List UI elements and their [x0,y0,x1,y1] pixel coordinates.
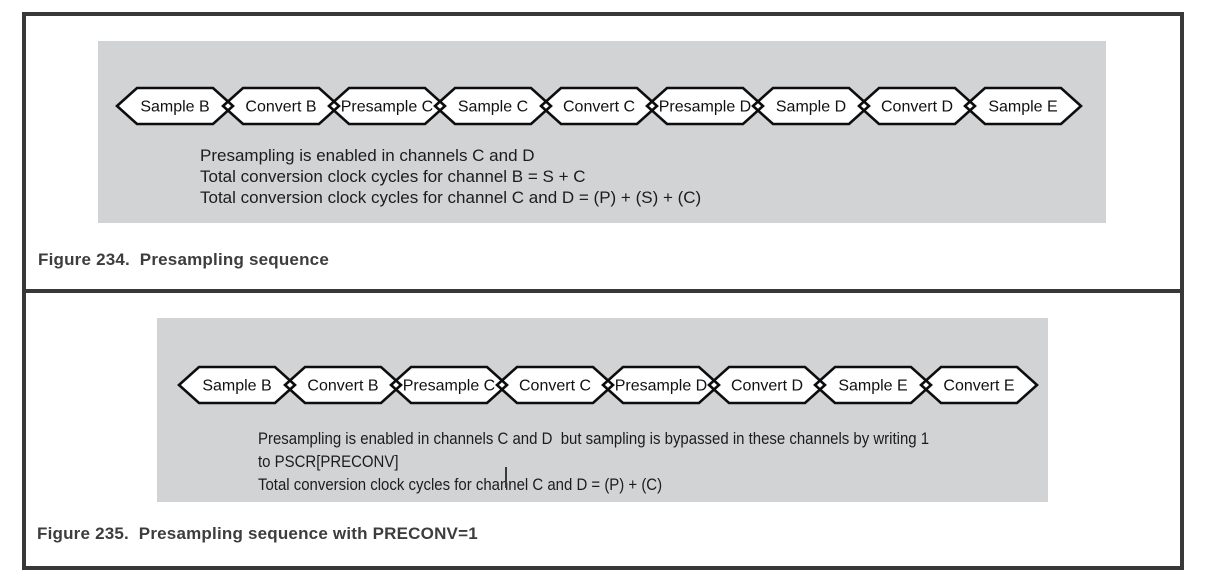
hexagon-label: Convert C [519,378,591,395]
note-line: Presampling is enabled in channels C and… [258,429,930,448]
figure-234-diagram-panel: Sample B Convert B Presample C Sample C Conv… [98,41,1106,223]
figure-234-frame: Sample B Convert B Presample C Sample C Conv… [22,12,1184,293]
figure-234-notes: Presampling is enabled in channels C and… [200,145,701,208]
hexagon-outline [283,365,403,405]
hexagon-shape [921,367,1037,403]
hexagon-label: Sample B [202,378,271,395]
figure-234-caption: Figure 234. Presampling sequence [38,250,329,269]
hexagon-label: Convert B [307,378,378,395]
hexagon-label: Sample B [140,99,209,116]
figure-235-notes: Presampling is enabled in channels C and… [258,427,1021,496]
hexagon-shape [541,88,657,124]
hexagon-label: Sample D [776,99,846,116]
note-line: to PSCR[PRECONV] [258,452,399,471]
hexagon-label: Convert D [731,378,803,395]
note-line: Total conversion clock cycles for channe… [258,475,663,494]
hexagon-label: Presample C [403,378,495,395]
hexagon-outline [327,86,447,126]
hexagon-label: Sample C [458,99,528,116]
note-line: Total conversion clock cycles for channe… [200,188,702,207]
hexagon-label: Presample C [341,99,433,116]
figure-235-frame: Sample B Convert B Presample C Convert C Pre… [22,289,1184,570]
hexagon-label: Presample D [659,99,751,116]
hexagon-label: Convert B [245,99,316,116]
hexagon-shape [753,88,869,124]
hexagon-shape [117,88,233,124]
hexagon-outline [539,86,659,126]
hexagon-label: Convert D [881,99,953,116]
hexagon-shape [647,88,763,124]
hexagon-outline [601,365,721,405]
hexagon-outline [221,86,341,126]
hexagon-shape [603,367,719,403]
hexagon-outline [495,365,615,405]
hexagon-shape [391,367,507,403]
stray-text-cursor [505,467,507,488]
figure-235-caption: Figure 235. Presampling sequence with PR… [37,524,478,543]
hexagon-outline [813,365,933,405]
note-line: Presampling is enabled in channels C and… [200,146,535,165]
hexagon-shape [965,88,1081,124]
hexagon-label: Sample E [838,378,907,395]
hexagon-outline [963,86,1083,126]
hexagon-outline [707,365,827,405]
hexagon-outline [177,365,297,405]
hexagon-outline [645,86,765,126]
hexagon-outline [115,86,235,126]
hexagon-shape [435,88,551,124]
hexagon-label: Presample D [615,378,707,395]
hexagon-shape [859,88,975,124]
hexagon-shape [497,367,613,403]
presampling-preconv-sequence-diagram: Sample B Convert B Presample C Convert C Pre… [177,365,1039,405]
figure-235-diagram-panel: Sample B Convert B Presample C Convert C Pre… [157,318,1048,502]
hexagon-label: Sample E [988,99,1057,116]
hexagon-outline [751,86,871,126]
hexagon-label: Convert E [943,378,1014,395]
hexagon-outline [433,86,553,126]
hexagon-outline [919,365,1039,405]
hexagon-shape [285,367,401,403]
presampling-sequence-diagram: Sample B Convert B Presample C Sample C Conv… [115,86,1083,126]
hexagon-shape [179,367,295,403]
hexagon-shape [709,367,825,403]
hexagon-shape [223,88,339,124]
hexagon-outline [857,86,977,126]
hexagon-shape [815,367,931,403]
hexagon-label: Convert C [563,99,635,116]
hexagon-outline [389,365,509,405]
hexagon-shape [329,88,445,124]
note-line: Total conversion clock cycles for channe… [200,167,586,186]
